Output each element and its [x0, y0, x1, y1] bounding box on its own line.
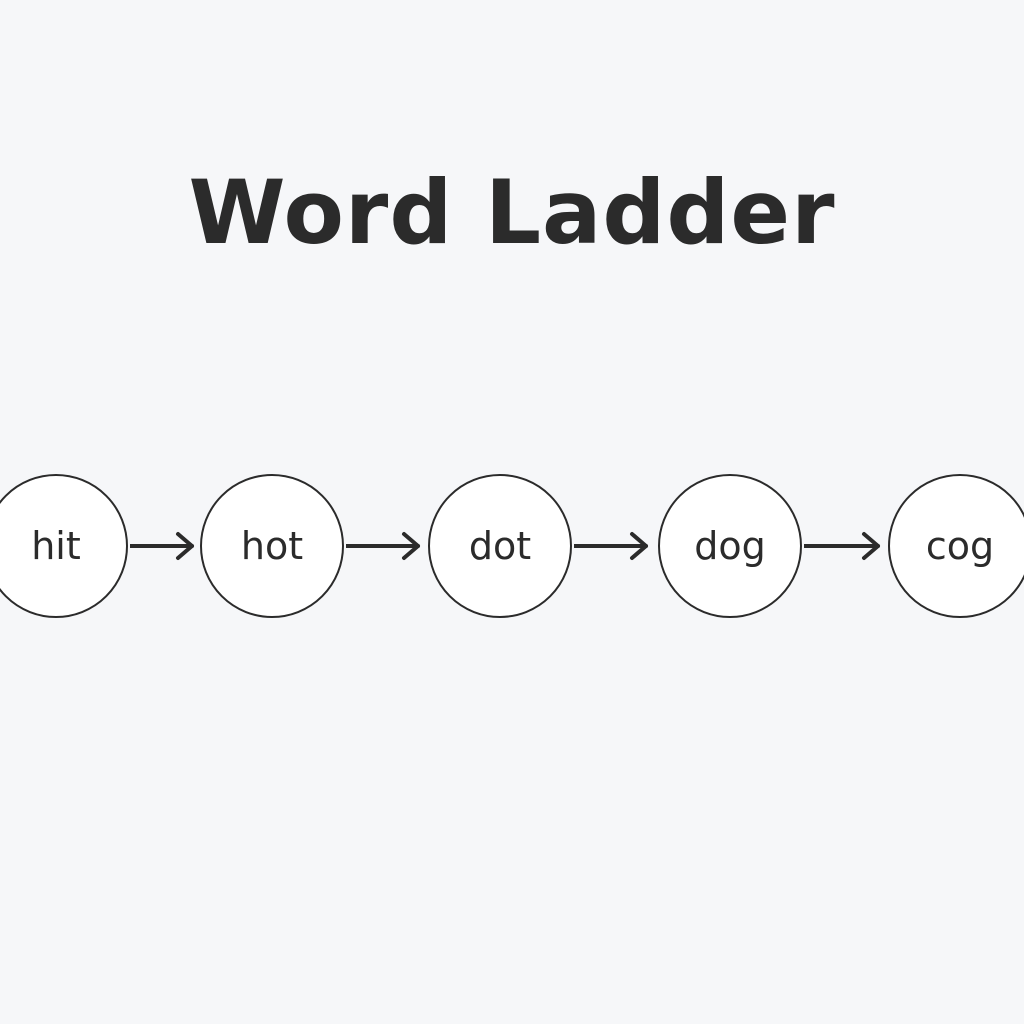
word-node-label: hot — [240, 524, 304, 568]
word-node-cog: cog — [888, 474, 1024, 618]
word-ladder-diagram: hit hot dot dog cog — [0, 474, 1024, 622]
word-node-dot: dot — [428, 474, 572, 618]
arrow-right-icon — [804, 532, 880, 560]
arrow-right-icon — [130, 532, 194, 560]
word-node-label: cog — [925, 524, 995, 568]
word-node-label: hit — [31, 524, 81, 568]
word-node-hot: hot — [200, 474, 344, 618]
page-title: Word Ladder — [188, 161, 836, 264]
word-node-label: dog — [694, 524, 766, 568]
arrow-right-icon — [574, 532, 648, 560]
word-node-dog: dog — [658, 474, 802, 618]
word-node-hit: hit — [0, 474, 128, 618]
word-node-label: dot — [468, 524, 532, 568]
arrow-right-icon — [346, 532, 420, 560]
